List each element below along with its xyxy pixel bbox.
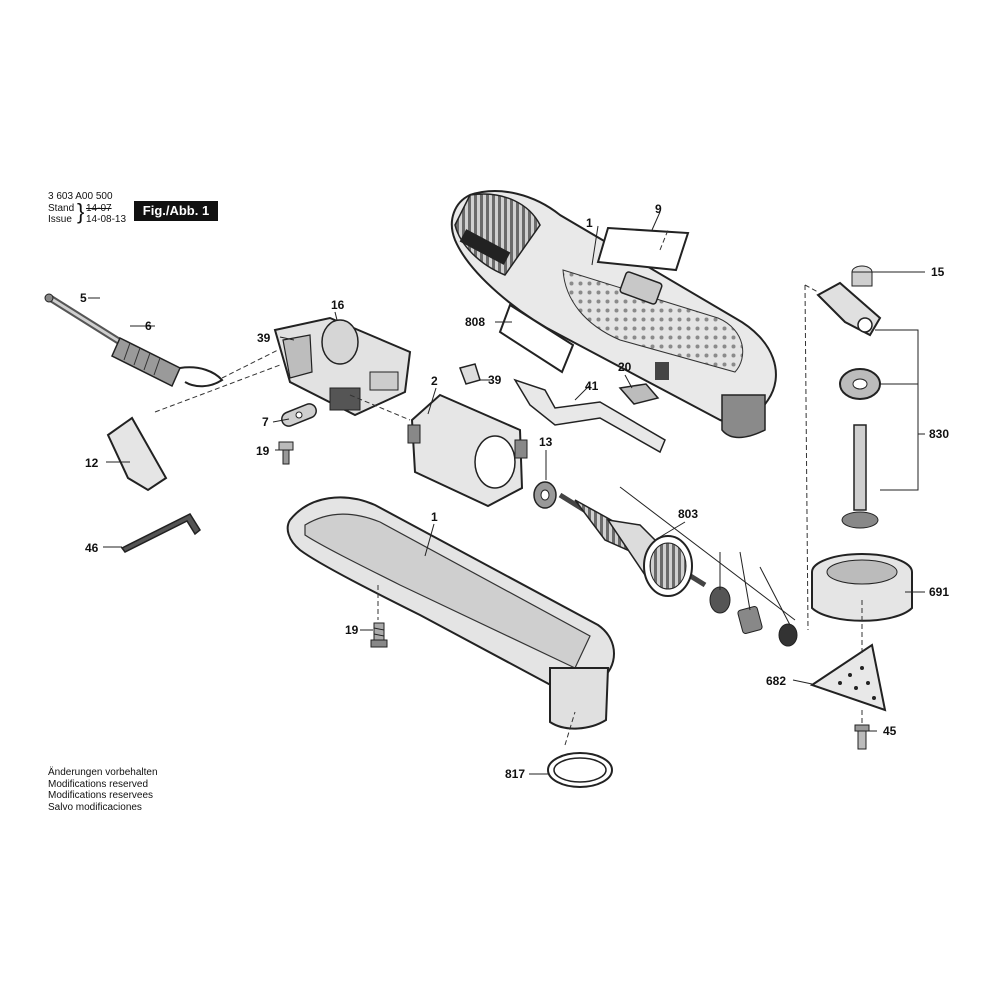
callout-19-top: 19 xyxy=(256,444,270,458)
callout-691: 691 xyxy=(929,585,949,599)
callout-803: 803 xyxy=(678,507,698,521)
callout-7: 7 xyxy=(262,415,269,429)
terminal-39 xyxy=(459,363,481,385)
callout-19-bottom: 19 xyxy=(345,623,359,637)
callout-808: 808 xyxy=(465,315,485,329)
brace-glyph: } xyxy=(77,199,85,224)
note-fr: Modifications reservees xyxy=(48,790,154,801)
seal-ring-817 xyxy=(547,752,613,788)
slider-button-20 xyxy=(618,383,660,405)
callout-1-bottom: 1 xyxy=(431,510,438,524)
screw-19-top xyxy=(278,441,294,465)
switch-rail-41 xyxy=(513,378,666,454)
callout-817: 817 xyxy=(505,767,525,781)
modification-notes: Änderungen vorbehalten Modifications res… xyxy=(48,767,158,813)
figure-label: Fig./Abb. 1 xyxy=(134,201,218,221)
note-en: Modifications reserved xyxy=(48,778,149,790)
link-plate-7 xyxy=(281,403,317,427)
callout-15: 15 xyxy=(931,265,945,279)
armature-803 xyxy=(558,492,798,647)
sanding-pad-682 xyxy=(809,643,887,712)
stand-label: Stand xyxy=(48,203,75,214)
callout-45: 45 xyxy=(883,724,897,738)
callout-labels: 1 9 15 5 16 6 808 39 2 39 20 7 41 830 12… xyxy=(80,202,949,781)
note-de: Änderungen vorbehalten xyxy=(48,767,158,778)
issue-label: Issue xyxy=(48,214,72,225)
callout-39-left: 39 xyxy=(257,331,271,345)
power-cable xyxy=(44,293,129,349)
bearing-13 xyxy=(533,481,557,509)
callout-5: 5 xyxy=(80,291,87,305)
leader-lines xyxy=(88,211,925,775)
callout-46: 46 xyxy=(85,541,99,555)
callout-20: 20 xyxy=(618,360,632,374)
part-number: 3 603 A00 500 xyxy=(48,191,113,202)
callout-13: 13 xyxy=(539,435,553,449)
hex-key-46 xyxy=(120,513,201,553)
callout-12: 12 xyxy=(85,456,99,470)
switch-assembly xyxy=(273,316,412,417)
screw-19-bottom xyxy=(370,622,388,648)
callout-682: 682 xyxy=(766,674,786,688)
sleeve-15 xyxy=(851,265,873,287)
callout-41: 41 xyxy=(585,379,599,393)
callout-2: 2 xyxy=(431,374,438,388)
spindle-bearing xyxy=(839,368,881,400)
housing-bottom-half xyxy=(286,496,615,730)
cable-strain-relief xyxy=(111,336,224,388)
label-plate-9 xyxy=(596,226,690,272)
lever-15 xyxy=(816,281,882,337)
callout-6: 6 xyxy=(145,319,152,333)
callout-9: 9 xyxy=(655,202,662,216)
spindle-830 xyxy=(841,424,879,529)
stand-value: 14-07 xyxy=(86,203,112,214)
housing-top-half xyxy=(450,190,777,439)
cable-clamp-12 xyxy=(106,416,168,492)
callout-16: 16 xyxy=(331,298,345,312)
callout-1-top: 1 xyxy=(586,216,593,230)
note-es: Salvo modificaciones xyxy=(48,801,142,813)
callout-39-mid: 39 xyxy=(488,373,502,387)
callout-830: 830 xyxy=(929,427,949,441)
screw-45 xyxy=(854,724,870,750)
issue-value: 14-08-13 xyxy=(86,214,127,225)
field-coil-2 xyxy=(407,393,528,508)
label-plate-808 xyxy=(498,303,575,374)
assembly-dashed-lines xyxy=(154,229,863,746)
